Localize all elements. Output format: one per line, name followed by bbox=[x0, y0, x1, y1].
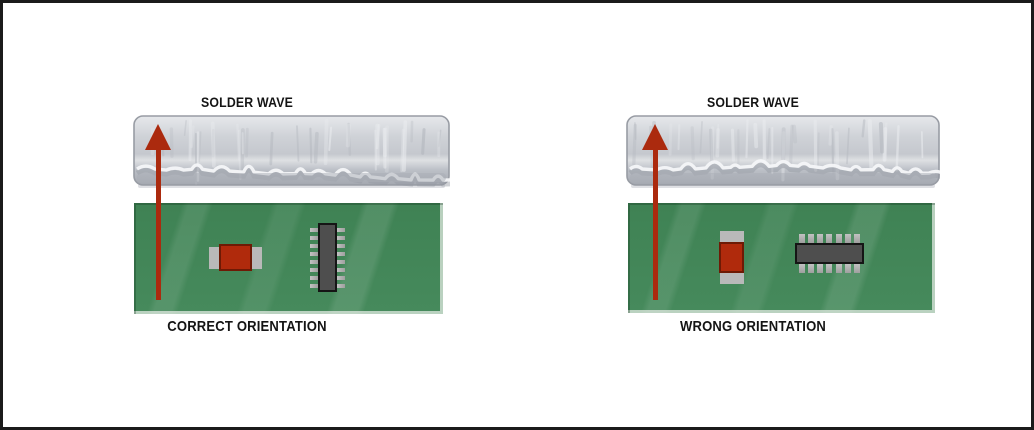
ic-chip-vertical bbox=[310, 223, 345, 292]
resistor-terminal bbox=[719, 231, 744, 242]
resistor-body bbox=[219, 244, 252, 271]
ic-pin bbox=[310, 243, 318, 248]
ic-pin bbox=[337, 283, 345, 288]
ic-pin-column bbox=[337, 226, 345, 290]
ic-pin bbox=[310, 267, 318, 272]
ic-pin bbox=[808, 234, 815, 243]
ic-chip-horizontal bbox=[795, 234, 864, 273]
ic-body bbox=[318, 223, 337, 292]
panel-caption: WRONG ORIENTATION bbox=[679, 318, 827, 335]
ic-body bbox=[795, 243, 864, 264]
arrow-shaft bbox=[652, 148, 658, 300]
ic-pin bbox=[817, 264, 824, 273]
ic-pin bbox=[310, 259, 318, 264]
pcb-board bbox=[134, 203, 443, 314]
ic-pin bbox=[853, 234, 860, 243]
resistor-terminal bbox=[209, 246, 219, 269]
ic-pin bbox=[337, 227, 345, 232]
ic-pin bbox=[337, 275, 345, 280]
arrow-head bbox=[642, 124, 668, 150]
chip-resistor-horizontal bbox=[209, 244, 262, 271]
solder-wave-illustration bbox=[133, 115, 455, 191]
ic-pin bbox=[337, 259, 345, 264]
ic-pin bbox=[835, 234, 842, 243]
ic-pin bbox=[826, 234, 833, 243]
ic-pin bbox=[844, 234, 851, 243]
ic-pin-column bbox=[310, 226, 318, 290]
arrow-up-icon bbox=[642, 124, 668, 300]
ic-pin bbox=[826, 264, 833, 273]
ic-pin bbox=[835, 264, 842, 273]
pcb-board bbox=[628, 203, 935, 313]
ic-pin bbox=[337, 251, 345, 256]
panel-caption: CORRECT ORIENTATION bbox=[167, 318, 327, 335]
panel-wrong-orientation: SOLDER WAVE WRONG ORIENTATION bbox=[626, 93, 958, 343]
resistor-terminal bbox=[719, 273, 744, 284]
ic-pin bbox=[310, 275, 318, 280]
arrow-up-icon bbox=[145, 124, 171, 300]
ic-pin bbox=[310, 235, 318, 240]
ic-pin bbox=[310, 283, 318, 288]
ic-pin bbox=[808, 264, 815, 273]
solder-wave-label: SOLDER WAVE bbox=[200, 94, 294, 110]
ic-pin bbox=[337, 235, 345, 240]
ic-pin bbox=[844, 264, 851, 273]
solder-wave-label: SOLDER WAVE bbox=[706, 94, 800, 110]
ic-pin bbox=[799, 264, 806, 273]
resistor-terminal bbox=[252, 246, 262, 269]
ic-pin bbox=[310, 251, 318, 256]
ic-pin bbox=[817, 234, 824, 243]
solder-wave-illustration bbox=[626, 115, 958, 191]
ic-pin-row bbox=[798, 234, 862, 243]
chip-resistor-vertical bbox=[719, 231, 744, 284]
ic-pin bbox=[853, 264, 860, 273]
ic-pin bbox=[799, 234, 806, 243]
ic-pin-row bbox=[798, 264, 862, 273]
resistor-body bbox=[719, 242, 744, 273]
panel-correct-orientation: SOLDER WAVE CORRECT ORIENTATION bbox=[133, 93, 455, 343]
arrow-shaft bbox=[155, 148, 161, 300]
arrow-head bbox=[145, 124, 171, 150]
ic-pin bbox=[337, 243, 345, 248]
ic-pin bbox=[337, 267, 345, 272]
ic-pin bbox=[310, 227, 318, 232]
